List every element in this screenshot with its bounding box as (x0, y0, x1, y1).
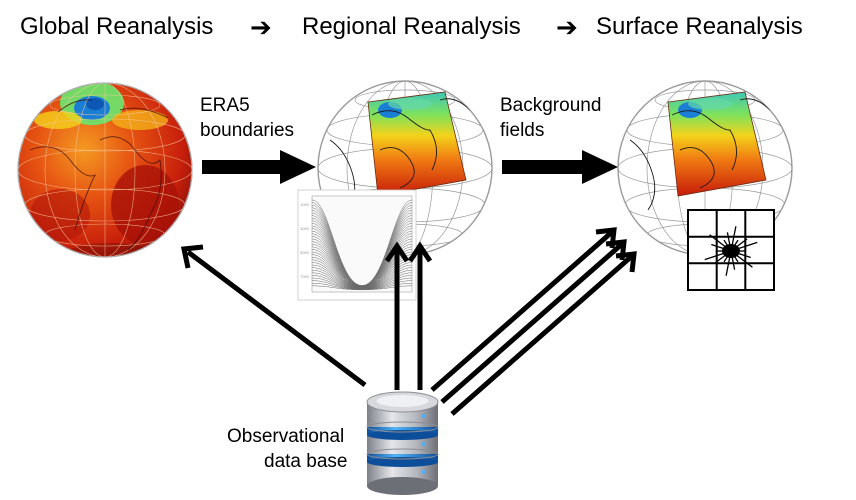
observation-arrows (180, 227, 637, 416)
label-era5: ERA5 (200, 95, 250, 116)
vertical-profile-plot: 1000 3000 5000 7000 (297, 189, 417, 301)
label-boundaries: boundaries (200, 120, 295, 141)
title-regional-reanalysis: Regional Reanalysis (302, 13, 521, 40)
database-icon (366, 391, 439, 495)
label-background: Background (500, 95, 602, 116)
svg-text:5000: 5000 (300, 250, 310, 255)
svg-text:7000: 7000 (300, 274, 310, 279)
arrow-right-icon: ➔ (250, 12, 272, 42)
label-observational: Observational (227, 426, 345, 447)
globe-icon (17, 82, 193, 258)
grid-icon (687, 209, 775, 291)
label-fields: fields (500, 120, 545, 141)
arrow-background-fields (502, 150, 618, 184)
title-global-reanalysis: Global Reanalysis (20, 13, 214, 40)
title-surface-reanalysis: Surface Reanalysis (596, 13, 803, 40)
svg-text:1000: 1000 (300, 202, 310, 207)
label-data-base: data base (264, 451, 348, 472)
arrow-right-icon: ➔ (556, 12, 578, 42)
arrow-era5-boundaries (202, 150, 316, 184)
svg-text:3000: 3000 (300, 226, 310, 231)
